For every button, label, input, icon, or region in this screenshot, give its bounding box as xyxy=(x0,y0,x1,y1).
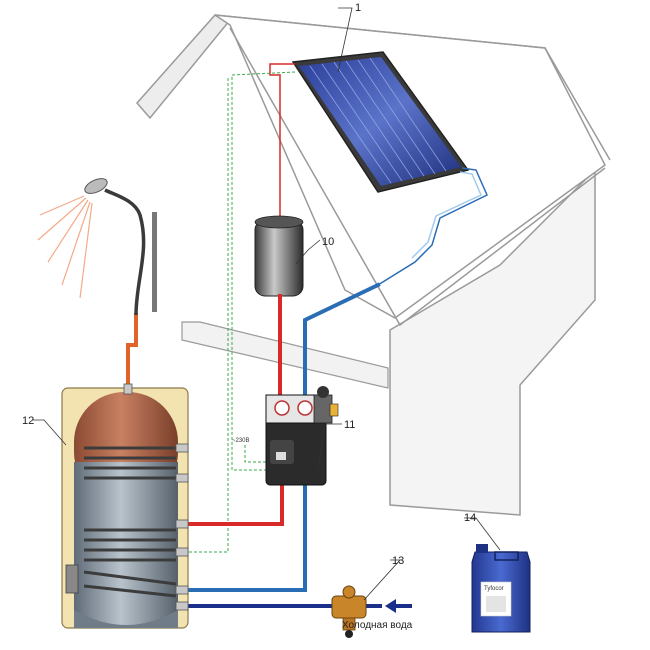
callout-11: 11 xyxy=(344,419,355,431)
valve-body xyxy=(331,595,367,619)
shower-supply-pipe xyxy=(126,313,138,394)
cold-water-label: Холодная вода xyxy=(342,620,413,631)
gauge-right xyxy=(297,400,313,416)
expansion-vessel xyxy=(254,215,304,297)
water-spray xyxy=(37,195,93,299)
shower xyxy=(37,178,157,316)
lower-heat-exchanger-coil xyxy=(83,528,177,598)
cold-water-arrow xyxy=(385,599,412,613)
callout-13: 13 xyxy=(392,555,404,567)
shower-rail xyxy=(152,212,157,312)
roof-left xyxy=(136,14,232,120)
mixing-valve xyxy=(331,585,367,638)
cold-pipe-to-tank xyxy=(183,483,307,592)
solar-collector xyxy=(291,51,470,193)
collector-pipes xyxy=(269,63,488,286)
tank-flange xyxy=(65,564,79,594)
gauge-left xyxy=(274,400,290,416)
mains-voltage-label: ~230В xyxy=(232,438,250,444)
sensor-lines xyxy=(185,71,296,553)
shower-hose xyxy=(104,188,146,316)
collector-return-pipe xyxy=(377,167,488,286)
collector-flow-pipe xyxy=(269,63,295,225)
house-wall xyxy=(389,168,596,516)
roof-eave xyxy=(229,27,606,327)
callout-leaders xyxy=(32,7,501,601)
attic-floor xyxy=(181,321,389,389)
collector-tubes xyxy=(309,57,447,184)
storage-tank xyxy=(61,383,189,629)
antifreeze-canister xyxy=(471,544,531,633)
cold-pipe-from-roof xyxy=(303,282,381,397)
hot-pipe-to-tank xyxy=(183,483,284,526)
callout-1: 1 xyxy=(355,2,361,14)
canister-cap xyxy=(476,544,488,553)
collector-return-pipe-inner xyxy=(411,171,482,259)
shower-head xyxy=(84,178,108,194)
upper-heat-exchanger-coil xyxy=(84,446,176,480)
canister-brand-label: Tyfocor xyxy=(484,586,504,592)
tank-lower-section xyxy=(74,462,178,628)
pump-station xyxy=(265,386,339,486)
callout-14: 14 xyxy=(464,512,476,524)
callout-12: 12 xyxy=(22,415,34,427)
callout-10: 10 xyxy=(322,236,334,248)
safety-group xyxy=(313,386,339,424)
vessel-body xyxy=(254,219,304,297)
tank-connections xyxy=(123,383,189,611)
roof-ridge xyxy=(214,14,611,161)
